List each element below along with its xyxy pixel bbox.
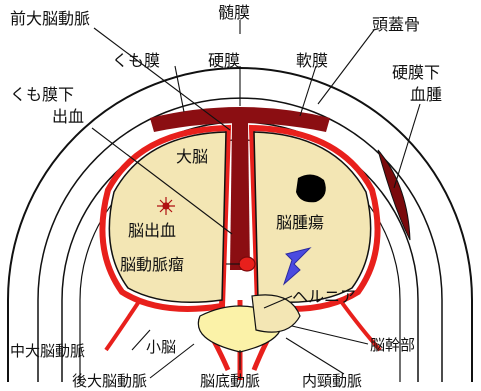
hernia-arrow <box>282 247 312 286</box>
hemorrhage-starburst <box>157 197 175 215</box>
label-subarachnoid-hemorrhage-line2: 出血 <box>52 107 84 126</box>
label-subdural-hematoma-line1: 硬膜下 <box>392 63 440 82</box>
label-brain-tumor: 脳腫瘍 <box>276 213 324 232</box>
label-anterior-cerebral-artery: 前大脳動脈 <box>10 9 90 28</box>
right-hemisphere <box>253 131 372 304</box>
leader-lines <box>91 20 421 379</box>
label-cerebral-aneurysm: 脳動脈瘤 <box>120 255 184 274</box>
label-subarachnoid-hemorrhage-line1: くも膜下 <box>10 85 74 104</box>
right-hemisphere-artery <box>248 124 381 312</box>
label-cerebrum: 大脳 <box>176 147 208 166</box>
dura-mater-band <box>150 107 330 132</box>
label-basilar-artery: 脳底動脈 <box>200 372 260 390</box>
label-internal-carotid-artery: 内頸動脈 <box>302 372 362 390</box>
left-hemisphere <box>108 131 227 304</box>
label-hernia: ヘルニア <box>292 287 356 306</box>
left-hemisphere-artery <box>99 124 232 312</box>
lateral-arteries <box>104 298 382 352</box>
falx-cerebri <box>230 122 250 270</box>
label-dura-mater: 硬膜 <box>208 51 240 70</box>
brainstem-shape <box>251 294 301 333</box>
label-subdural-hematoma-line2: 血腫 <box>410 85 442 104</box>
label-posterior-cerebral-artery: 後大脳動脈 <box>72 372 147 390</box>
label-brainstem: 脳幹部 <box>370 336 415 354</box>
aneurysm-bulge <box>238 256 256 272</box>
label-meninges: 髄膜 <box>218 3 250 22</box>
label-skull: 頭蓋骨 <box>372 15 420 34</box>
label-cerebellum: 小脳 <box>146 338 176 356</box>
label-cerebral-hemorrhage: 脳出血 <box>128 221 176 240</box>
label-arachnoid: くも膜 <box>112 51 160 70</box>
subdural-hematoma-mass <box>377 149 411 241</box>
brain-tumor-mass <box>296 174 326 203</box>
label-middle-cerebral-artery: 中大脳動脈 <box>10 342 85 360</box>
label-pia-mater: 軟膜 <box>296 51 328 70</box>
